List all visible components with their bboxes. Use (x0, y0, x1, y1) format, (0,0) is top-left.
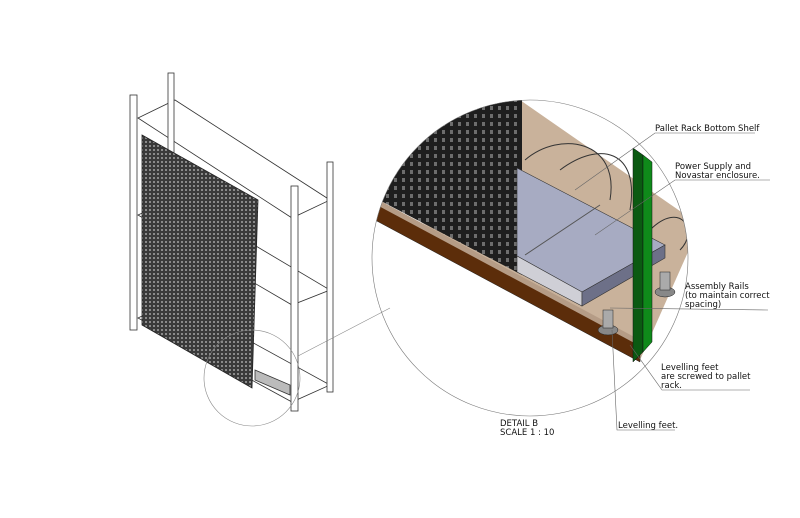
levelling-foot (654, 271, 676, 298)
label-assembly-rails: spacing) (685, 300, 721, 310)
detail-leader (297, 307, 391, 357)
assembly-rail-dark (632, 147, 644, 363)
label-feet-screwed: are screwed to pallet (661, 372, 751, 382)
overview-enclosure (254, 369, 291, 396)
led-mesh-panel (141, 134, 259, 389)
label-assembly-rails: Assembly Rails (685, 282, 749, 292)
detail-title: DETAIL B (500, 419, 538, 429)
beam-edge (372, 190, 640, 346)
label-assembly-rails: (to maintain correct (685, 291, 770, 301)
rack-post (290, 185, 299, 412)
enclosure-seam (524, 204, 601, 256)
label-bottom-shelf: Pallet Rack Bottom Shelf (655, 124, 760, 134)
rack-overview (129, 72, 391, 427)
rack-post (326, 161, 334, 393)
label-feet-screwed: rack. (661, 381, 682, 391)
label-feet-screwed: Levelling feet (661, 363, 719, 373)
levelling-foot (597, 309, 619, 336)
leader-lines (574, 132, 770, 431)
rack-post (129, 94, 138, 331)
label-power-supply: Novastar enclosure. (675, 171, 760, 181)
detail-scale: SCALE 1 : 10 (500, 428, 554, 438)
label-levelling-feet: Levelling feet. (618, 421, 678, 431)
detail-b-marker (203, 329, 301, 427)
label-power-supply: Power Supply and (675, 162, 751, 172)
detail-b-view (372, 100, 688, 363)
detail-b-circle (371, 99, 689, 417)
assembly-rail-light (642, 154, 653, 353)
